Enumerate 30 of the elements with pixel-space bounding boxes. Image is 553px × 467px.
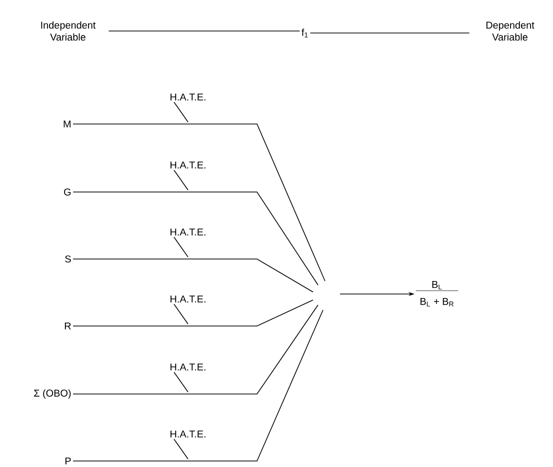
variable-label: Dependent Variable <box>486 21 534 41</box>
leader-line <box>174 372 188 392</box>
function-label: f$_{1}$ <box>302 28 308 38</box>
converging-line <box>72 304 318 394</box>
leader-line <box>174 170 188 190</box>
factor-label: H.A.T.E. <box>170 364 206 370</box>
factor-label: H.A.T.E. <box>170 296 206 302</box>
leader-line <box>174 236 188 258</box>
converging-line <box>72 258 314 292</box>
converging-line <box>72 192 318 286</box>
factor-label: H.A.T.E. <box>170 162 206 168</box>
factor-label: R <box>64 322 71 330</box>
connector-line <box>108 30 300 32</box>
factor-label: P <box>65 458 71 464</box>
factor-label: G <box>64 188 71 196</box>
connector-line <box>310 32 470 34</box>
converging-line <box>72 300 314 326</box>
leader-line <box>174 304 188 324</box>
factor-label: S <box>65 255 71 263</box>
leader-line <box>174 438 188 460</box>
variable-label: Independent Variable <box>41 21 96 41</box>
converging-line <box>72 310 324 462</box>
factor-label: M <box>64 120 70 128</box>
ratio-formula: B$_{L}$ B$_{L}$ + B$_{R}$ <box>416 281 458 306</box>
factor-label: H.A.T.E. <box>170 228 206 236</box>
leader-line <box>174 102 188 122</box>
factor-label: H.A.T.E. <box>170 430 206 438</box>
factor-label: H.A.T.E. <box>170 94 206 100</box>
converging-line <box>72 124 326 282</box>
factor-label: Σ (OBO) <box>34 389 71 399</box>
